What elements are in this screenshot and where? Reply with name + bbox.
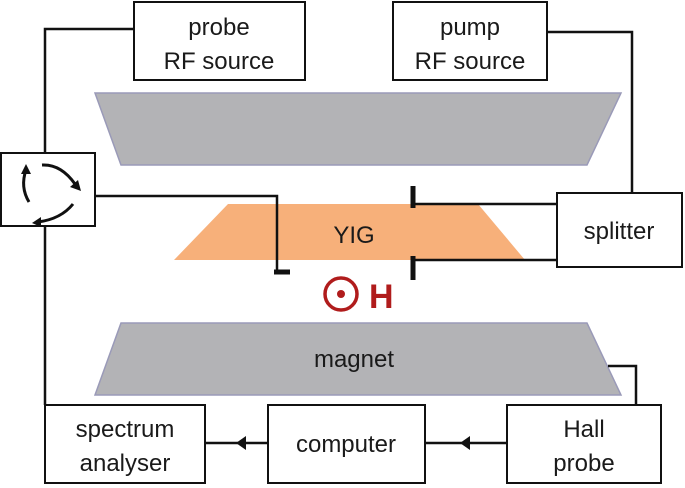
pump-rf-source-line2: RF source bbox=[415, 48, 526, 75]
pump-rf-source-box bbox=[392, 1, 548, 81]
field-out-of-page-icon bbox=[323, 276, 359, 312]
wire-magnet-to-hall bbox=[608, 364, 638, 405]
hall-probe-line1: Hall bbox=[563, 416, 604, 443]
field-label: H bbox=[369, 278, 394, 316]
spectrum-analyser-line1: spectrum bbox=[76, 416, 175, 443]
computer-label: computer bbox=[296, 431, 396, 458]
hall-probe-box bbox=[506, 404, 662, 484]
hall-probe-line2: probe bbox=[553, 450, 614, 477]
spectrum-analyser-line2: analyser bbox=[80, 450, 171, 477]
wire-pump-to-splitter bbox=[547, 30, 634, 193]
arrow-to-computer-from-hall bbox=[460, 436, 470, 450]
arrow-to-computer-from-analyser bbox=[236, 436, 246, 450]
splitter-box bbox=[556, 192, 683, 268]
wire-probe-to-circulator bbox=[43, 27, 134, 153]
wire-circulator-to-antenna bbox=[94, 194, 279, 272]
splitter-label: splitter bbox=[584, 218, 655, 245]
computer-box bbox=[267, 404, 426, 484]
probe-rf-source-line2: RF source bbox=[164, 48, 275, 75]
upper-magnet-pole bbox=[93, 92, 623, 166]
lower-magnet-pole bbox=[93, 322, 623, 396]
spectrum-analyser-box bbox=[44, 404, 206, 484]
probe-rf-source-line1: probe bbox=[188, 14, 249, 41]
magnet-label: magnet bbox=[314, 346, 394, 373]
probe-rf-source-box bbox=[133, 1, 306, 81]
yig-label: YIG bbox=[333, 222, 374, 249]
pump-rf-source-line1: pump bbox=[440, 14, 500, 41]
yig-sample bbox=[174, 204, 525, 260]
